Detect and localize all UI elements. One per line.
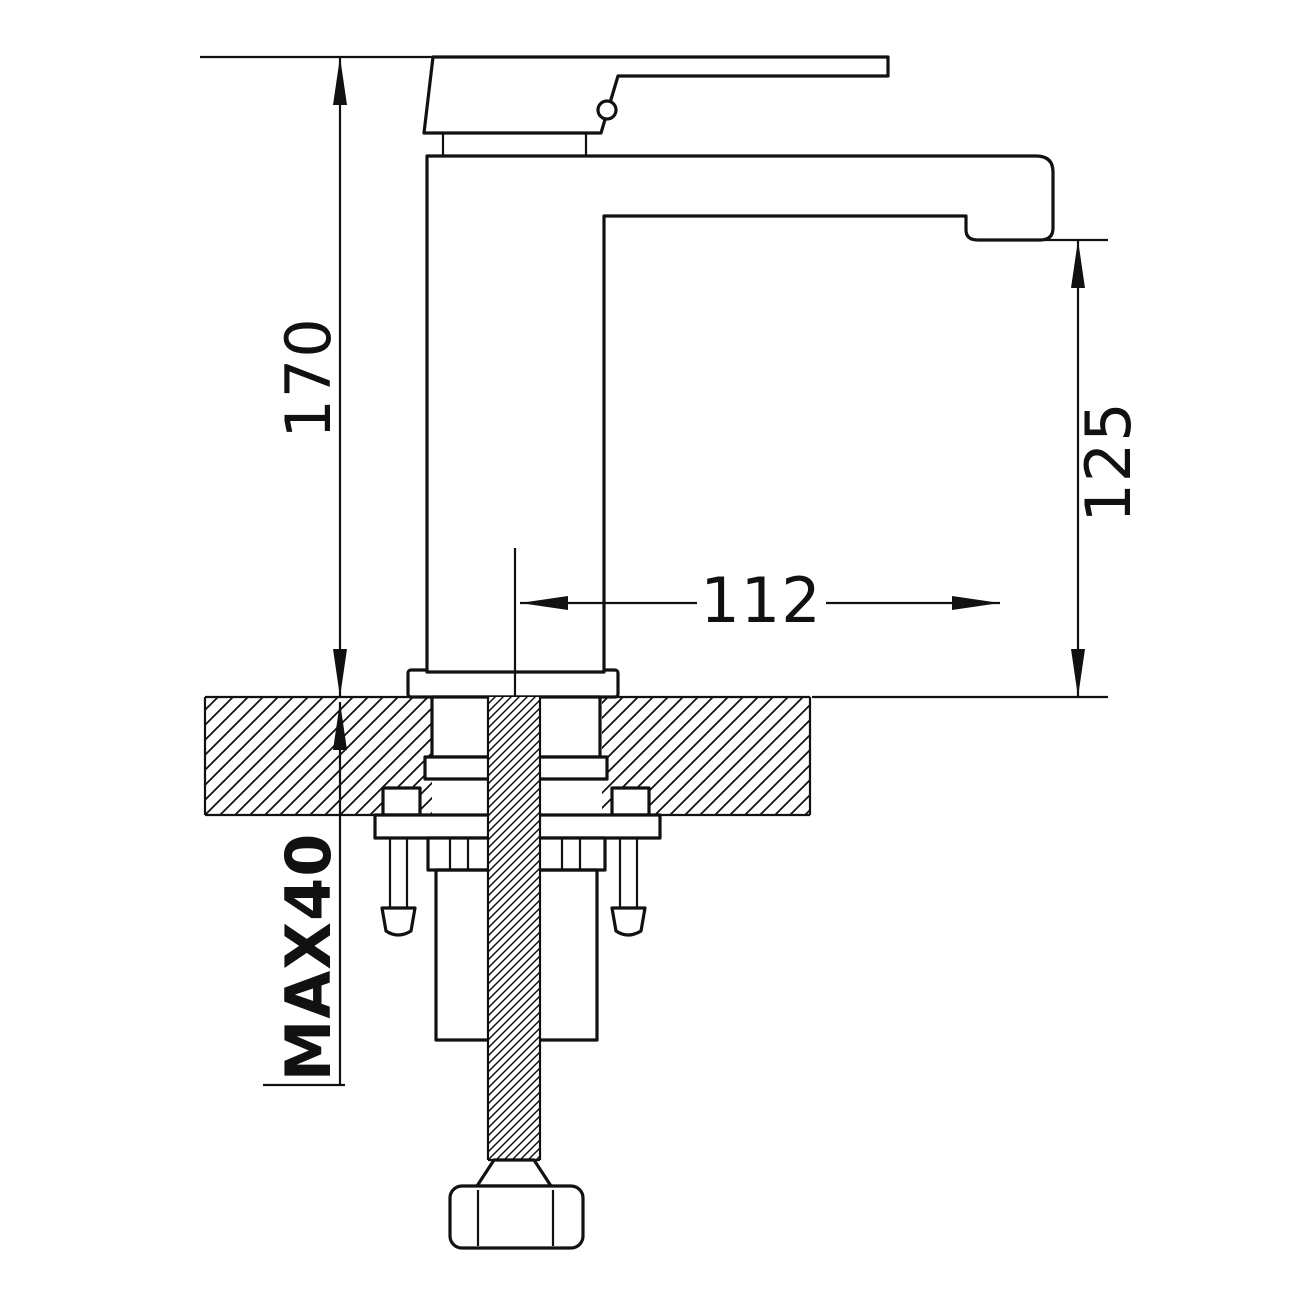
base-plate [406,668,620,699]
handle-set-screw [596,99,618,121]
lever-handle [422,55,890,135]
slotted-washer-ribs [448,838,582,870]
dimension-max-thickness: MAX40 [263,702,347,1087]
connector-taper [475,1158,553,1188]
supply-nut-facets [476,1190,555,1246]
arrow-left-icon [520,596,568,610]
right-bolt-head [610,786,651,817]
dim-label-max40: MAX40 [272,833,345,1082]
left-bolt-foot [380,906,417,937]
cartridge-neck [441,133,588,156]
countertop [203,695,812,817]
dimension-overall-height: 170 [200,55,433,697]
threaded-rod [486,697,542,1162]
arrow-right-icon [952,596,1000,610]
mounting-bolt-shafts [388,838,639,908]
threaded-rod-threads [488,697,540,1160]
arrow-up-icon [333,57,347,105]
arrow-up-icon [333,702,347,750]
supply-nut [448,1184,585,1250]
countertop-side-edges [203,697,812,815]
arrow-down-icon [333,649,347,697]
faucet [422,55,1055,674]
dimension-spout-reach: 112 [513,548,1000,697]
arrow-up-icon [1071,240,1085,288]
left-bolt-head [381,786,422,817]
dim-label-125: 125 [1072,401,1145,522]
arrow-down-icon [1071,649,1085,697]
right-bolt-foot [610,906,647,937]
dim-label-170: 170 [272,317,345,438]
dimension-spout-height: 125 [812,238,1145,699]
supply-connector [448,1158,585,1250]
dim-label-112: 112 [700,564,821,637]
